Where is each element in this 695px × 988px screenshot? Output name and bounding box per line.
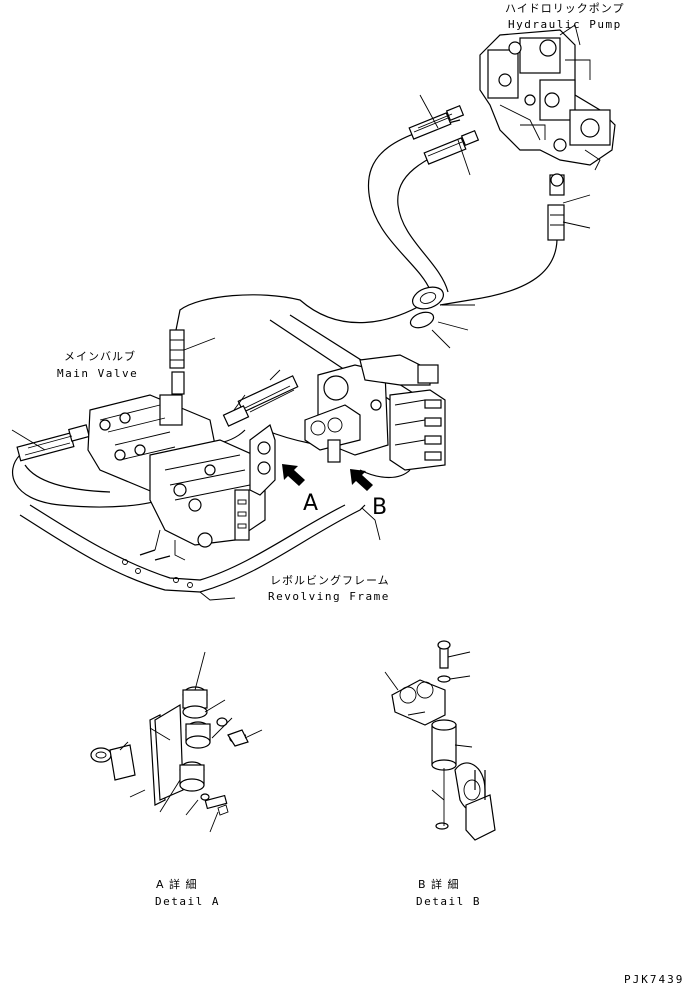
hose-fitting-valve-left xyxy=(16,424,90,462)
view-b-letter: B xyxy=(372,495,388,520)
hose-fitting-pump-2 xyxy=(423,129,480,165)
leader-lines-main xyxy=(11,94,591,451)
leader-lines-detail-b xyxy=(384,651,473,801)
detail-a-label-en: Detail A xyxy=(155,895,220,908)
revolving-frame xyxy=(19,314,441,601)
hose-fitting-valve-mid xyxy=(222,375,299,427)
detail-a-label-jp: A 詳 細 xyxy=(156,878,198,891)
hydraulic-pump-label-en: Hydraulic Pump xyxy=(508,18,622,31)
view-a-letter: A xyxy=(303,491,319,516)
view-arrow-a xyxy=(282,464,305,486)
main-valve-label-en: Main Valve xyxy=(57,367,139,380)
main-valve-label-jp: メインバルブ xyxy=(64,350,136,363)
bracket-assembly-b xyxy=(304,354,446,471)
hydraulic-pump xyxy=(479,24,616,171)
drawing-code: PJK7439 xyxy=(624,973,685,986)
hydraulic-pump-label-jp: ハイドロリックポンプ xyxy=(505,2,625,15)
main-valve xyxy=(87,394,276,561)
detail-b-label-jp: B 詳 細 xyxy=(418,878,460,891)
view-arrow-b xyxy=(350,469,373,491)
detail-b-label-en: Detail B xyxy=(416,895,481,908)
hose-fitting-pump-1 xyxy=(408,104,465,140)
revolving-frame-label-jp: レボルビングフレーム xyxy=(270,574,390,587)
revolving-frame-label-en: Revolving Frame xyxy=(268,590,390,603)
detail-b-drawing xyxy=(391,640,496,841)
hose-fitting-pump-3 xyxy=(547,173,565,241)
hose-clamp xyxy=(409,286,445,329)
hose-fitting-valve-top xyxy=(169,329,185,395)
leader-lines-detail-a xyxy=(119,651,263,833)
detail-a-drawing xyxy=(90,686,249,816)
